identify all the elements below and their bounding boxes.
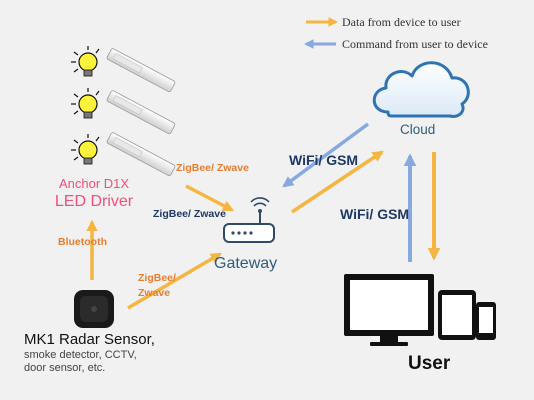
zigbee-driver-gateway-command-label: ZigBee/ Zwave: [153, 208, 226, 220]
lightbulb-icon: [71, 46, 100, 165]
router-icon: [223, 197, 275, 243]
tablet-icon: [438, 290, 476, 340]
led-driver-icon: [106, 48, 176, 177]
sensor-to-gateway-data-arrow: [127, 252, 222, 310]
phone-icon: [476, 302, 496, 340]
cloud-label: Cloud: [400, 122, 436, 137]
legend-data-label: Data from device to user: [342, 15, 461, 29]
cloud-icon: [372, 61, 470, 118]
cloud-to-gateway-command-arrow: [282, 122, 370, 188]
driver-to-gateway-data-arrow: [185, 184, 234, 212]
driver-subtitle: LED Driver: [54, 193, 134, 210]
zigbee-sensor-gateway-label-2: Zwave: [138, 287, 171, 299]
bluetooth-label: Bluetooth: [58, 236, 107, 248]
zigbee-sensor-gateway-label-1: ZigBee/: [138, 272, 176, 284]
radar-sensor-icon: [74, 290, 114, 328]
sensor-title: MK1 Radar Sensor,: [24, 331, 155, 348]
wifi-gsm-gateway-cloud-label: WiFi/ GSM: [289, 152, 359, 168]
legend-command-label: Command from user to device: [342, 37, 488, 51]
gateway-label: Gateway: [214, 255, 278, 272]
driver-name: Anchor D1X: [58, 176, 130, 191]
gateway-to-cloud-data-arrow: [291, 150, 384, 214]
sensor-description-line-1: smoke detector, CCTV,: [24, 349, 137, 361]
zigbee-driver-gateway-data-label: ZigBee/ Zwave: [176, 162, 249, 174]
wifi-gsm-cloud-user-label: WiFi/ GSM: [340, 206, 410, 222]
monitor-icon: [344, 274, 434, 346]
user-label: User: [408, 353, 451, 374]
sensor-description-line-2: door sensor, etc.: [24, 362, 106, 374]
